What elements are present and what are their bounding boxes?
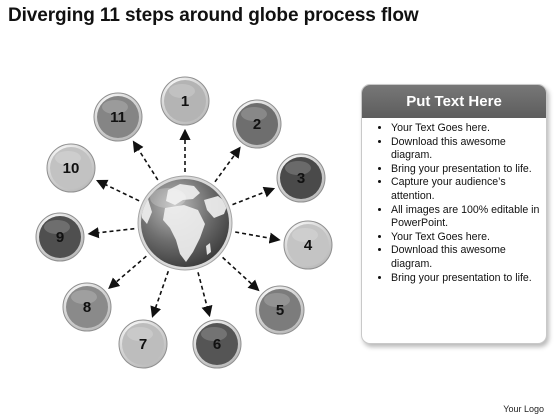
bullet-item: Bring your presentation to life. bbox=[391, 272, 540, 286]
step-number: 5 bbox=[276, 302, 284, 319]
arrow-6 bbox=[197, 272, 213, 318]
step-circle-3: 3 bbox=[276, 153, 326, 203]
step-number: 3 bbox=[297, 170, 305, 187]
bullet-item: All images are 100% editable in PowerPoi… bbox=[391, 204, 540, 231]
arrow-5 bbox=[222, 256, 260, 292]
step-number: 2 bbox=[253, 116, 261, 133]
step-circle-11: 11 bbox=[93, 92, 143, 142]
step-circle-2: 2 bbox=[232, 99, 282, 149]
arrow-7 bbox=[150, 270, 170, 318]
step-number: 6 bbox=[213, 336, 221, 353]
text-panel: Put Text Here Your Text Goes here. Downl… bbox=[361, 84, 547, 344]
arrow-2 bbox=[214, 146, 241, 183]
bullet-item: Bring your presentation to life. bbox=[391, 163, 540, 177]
step-circle-6: 6 bbox=[192, 319, 242, 369]
step-circle-9: 9 bbox=[35, 212, 85, 262]
step-nodes: 1 2 3 4 5 6 7 8 9 10 11 bbox=[35, 76, 333, 369]
step-number: 11 bbox=[110, 109, 126, 126]
page-title: Diverging 11 steps around globe process … bbox=[8, 5, 419, 26]
bullet-item: Your Text Goes here. bbox=[391, 122, 540, 136]
bullet-item: Download this awesome diagram. bbox=[391, 244, 540, 271]
step-circle-7: 7 bbox=[118, 319, 168, 369]
bullet-item: Download this awesome diagram. bbox=[391, 136, 540, 163]
step-number: 7 bbox=[139, 336, 147, 353]
step-number: 8 bbox=[83, 299, 91, 316]
arrow-9 bbox=[87, 227, 135, 239]
panel-bullet-list: Your Text Goes here. Download this aweso… bbox=[362, 122, 546, 285]
arrow-8 bbox=[108, 255, 147, 289]
arrow-10 bbox=[95, 179, 140, 202]
step-number: 10 bbox=[63, 160, 80, 177]
bullet-item: Capture your audience’s attention. bbox=[391, 176, 540, 203]
arrow-11 bbox=[132, 140, 159, 181]
arrow-4 bbox=[235, 231, 281, 244]
step-circle-5: 5 bbox=[255, 285, 305, 335]
step-circle-10: 10 bbox=[46, 143, 96, 193]
bullet-item: Your Text Goes here. bbox=[391, 231, 540, 245]
step-circle-8: 8 bbox=[62, 282, 112, 332]
step-number: 1 bbox=[181, 93, 189, 110]
arrow-3 bbox=[232, 186, 276, 206]
step-number: 9 bbox=[56, 229, 64, 246]
globe-icon bbox=[137, 175, 233, 271]
logo-text: Your Logo bbox=[503, 404, 544, 414]
step-circle-1: 1 bbox=[160, 76, 210, 126]
step-circle-4: 4 bbox=[283, 220, 333, 270]
step-number: 4 bbox=[304, 237, 313, 254]
panel-header: Put Text Here bbox=[362, 85, 546, 118]
arrow-group bbox=[87, 128, 281, 318]
